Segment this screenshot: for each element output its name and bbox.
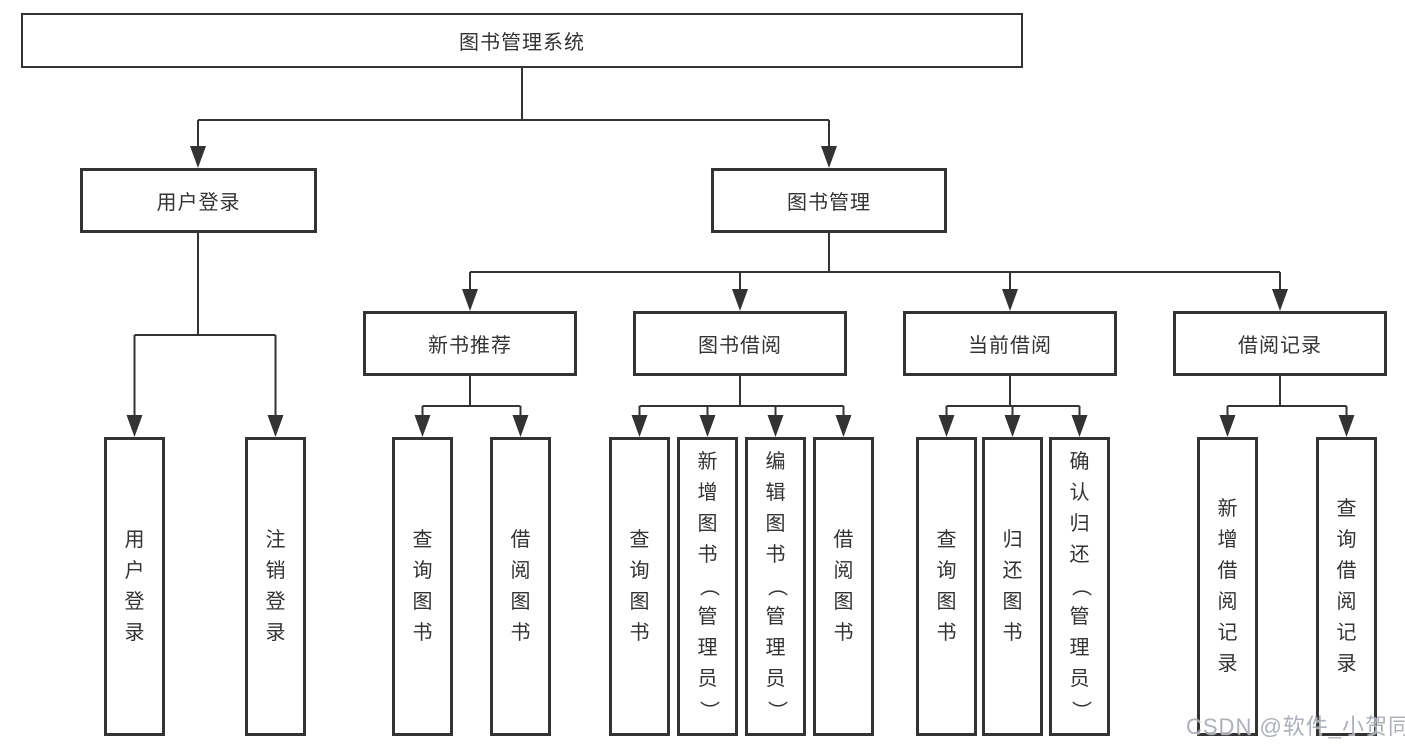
leaf-br-add-record: 新增借阅记录 <box>1197 437 1258 736</box>
node-root: 图书管理系统 <box>21 13 1023 68</box>
leaf-br-query-record: 查询借阅记录 <box>1316 437 1377 736</box>
connector-book-mgmt-to-level3 <box>462 233 1288 311</box>
leaf-cb-confirm-return-label: 确认归还（管理员） <box>1069 451 1091 721</box>
node-user-login-label: 用户登录 <box>156 192 241 214</box>
leaf-bb-borrow-book-label: 借阅图书 <box>833 528 854 644</box>
node-book-borrow: 图书借阅 <box>633 311 847 376</box>
leaf-logout-login-label: 注销登录 <box>265 528 286 644</box>
leaf-br-add-record-label: 新增借阅记录 <box>1217 497 1238 675</box>
connector-user-login-children <box>126 233 284 437</box>
leaf-cb-query-book-label: 查询图书 <box>936 528 957 644</box>
connector-current-borrow-children <box>938 376 1088 437</box>
leaf-bb-add-book-label: 新增图书（管理员） <box>697 451 719 721</box>
leaf-bb-edit-book-label: 编辑图书（管理员） <box>765 451 787 721</box>
node-root-label: 图书管理系统 <box>459 32 585 54</box>
connector-book-borrow-children <box>631 376 852 437</box>
leaf-rec-query-book-label: 查询图书 <box>412 528 433 644</box>
connector-root-to-level2 <box>190 68 837 168</box>
node-book-mgmt: 图书管理 <box>711 168 947 233</box>
leaf-user-login: 用户登录 <box>104 437 165 736</box>
connector-new-book-rec-children <box>414 376 529 437</box>
leaf-bb-query-book-label: 查询图书 <box>629 528 650 644</box>
leaf-logout-login: 注销登录 <box>245 437 306 736</box>
node-borrow-records-label: 借阅记录 <box>1238 335 1322 357</box>
connector-borrow-records-children <box>1219 376 1355 437</box>
node-book-borrow-label: 图书借阅 <box>698 335 782 357</box>
leaf-bb-edit-book: 编辑图书（管理员） <box>745 437 806 736</box>
node-current-borrow-label: 当前借阅 <box>968 335 1052 357</box>
node-borrow-records: 借阅记录 <box>1173 311 1387 376</box>
leaf-cb-confirm-return: 确认归还（管理员） <box>1049 437 1110 736</box>
leaf-user-login-label: 用户登录 <box>124 528 145 644</box>
leaf-bb-add-book: 新增图书（管理员） <box>677 437 738 736</box>
node-new-book-rec: 新书推荐 <box>363 311 577 376</box>
leaf-cb-return-book-label: 归还图书 <box>1002 528 1023 644</box>
node-user-login: 用户登录 <box>80 168 317 233</box>
leaf-bb-query-book: 查询图书 <box>609 437 670 736</box>
node-current-borrow: 当前借阅 <box>903 311 1117 376</box>
watermark: CSDN @软件_小贺同学 <box>1186 714 1405 739</box>
node-new-book-rec-label: 新书推荐 <box>428 335 512 357</box>
leaf-br-query-record-label: 查询借阅记录 <box>1336 497 1357 675</box>
node-book-mgmt-label: 图书管理 <box>787 192 871 214</box>
leaf-cb-query-book: 查询图书 <box>916 437 977 736</box>
leaf-cb-return-book: 归还图书 <box>982 437 1043 736</box>
leaf-rec-borrow-book: 借阅图书 <box>490 437 551 736</box>
leaf-rec-query-book: 查询图书 <box>392 437 453 736</box>
leaf-rec-borrow-book-label: 借阅图书 <box>510 528 531 644</box>
leaf-bb-borrow-book: 借阅图书 <box>813 437 874 736</box>
